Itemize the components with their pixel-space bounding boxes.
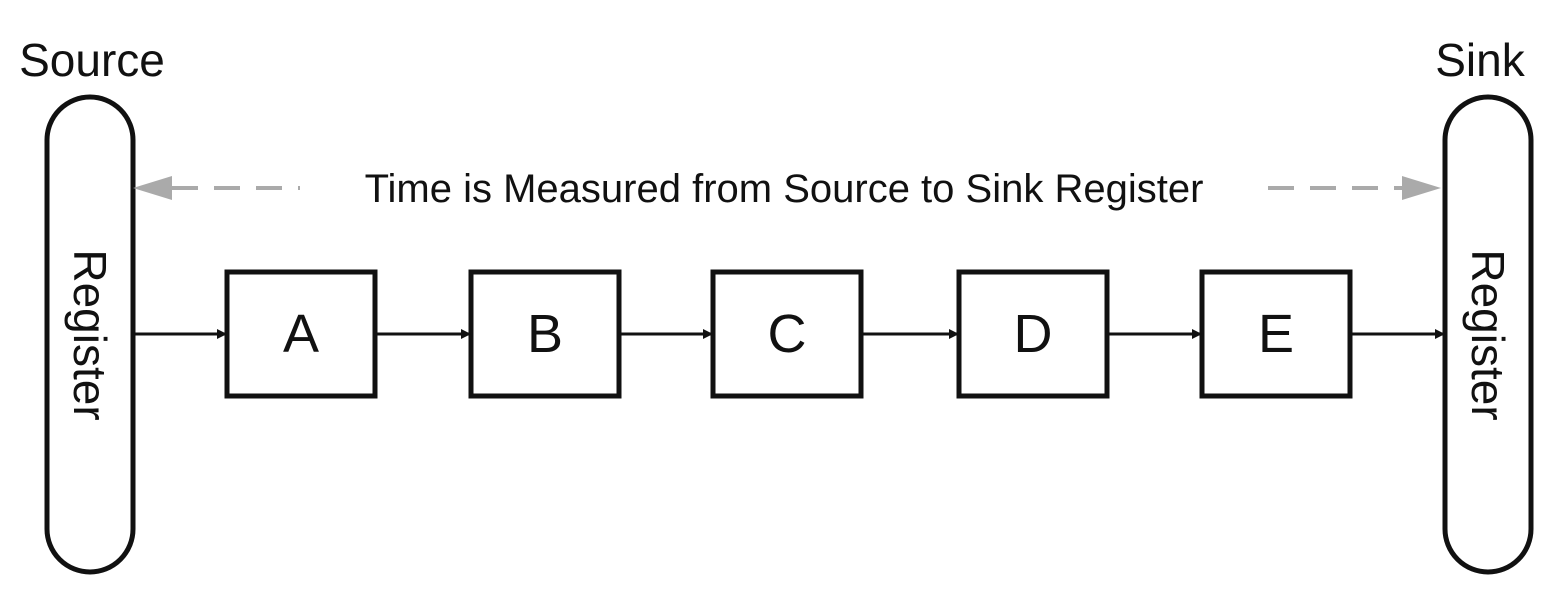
block-b-label: B: [527, 304, 563, 364]
block-a-label: A: [283, 304, 319, 364]
block-e: E: [1199, 269, 1353, 399]
sink-register-label: Register: [1462, 249, 1514, 420]
source-label: Source: [19, 34, 165, 86]
block-b: B: [468, 269, 622, 399]
block-c-label: C: [768, 304, 807, 364]
measurement-arrowhead-left: [133, 176, 172, 200]
measurement-arrowhead-right: [1402, 176, 1441, 200]
measurement-arrow: [133, 176, 1441, 200]
measurement-label: Time is Measured from Source to Sink Reg…: [365, 167, 1204, 211]
block-d: D: [956, 269, 1110, 399]
sink-label: Sink: [1435, 34, 1525, 86]
source-register-label: Register: [64, 249, 116, 420]
block-e-label: E: [1258, 304, 1294, 364]
block-a: A: [224, 269, 378, 399]
block-d-label: D: [1014, 304, 1053, 364]
block-c: C: [710, 269, 864, 399]
